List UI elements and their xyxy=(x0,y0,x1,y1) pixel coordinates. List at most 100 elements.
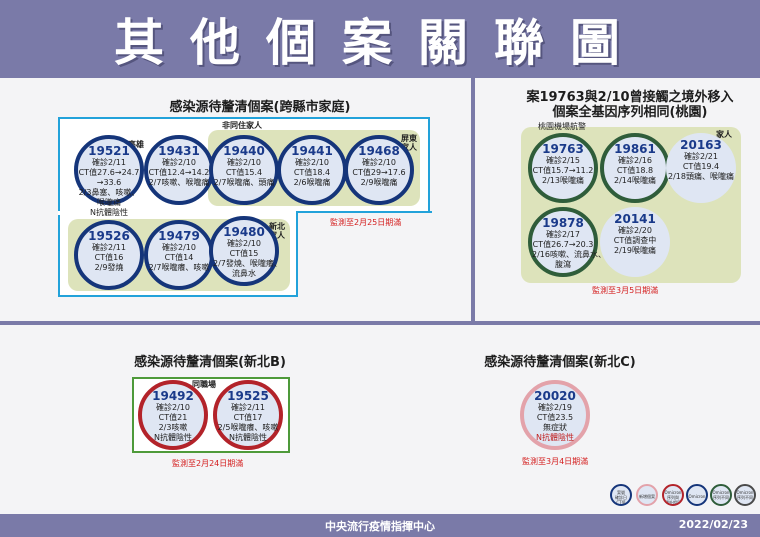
case-id: 20020 xyxy=(534,389,576,403)
case-line: CT值15.7→11.2 xyxy=(532,166,594,175)
label-newtaipei: 新北 家人 xyxy=(269,222,285,240)
case-line: N抗體陰性 xyxy=(154,433,192,442)
legend-omicron: Omicron xyxy=(686,484,708,506)
case-line: 確診2/10 xyxy=(362,158,396,167)
case-line: 2/5喉嚨癢、咳嗽 xyxy=(217,423,279,432)
case-19526: 19526 確診2/11 CT值16 2/9發燒 xyxy=(74,220,144,290)
panel-d-title: 感染源待釐清個案(新北C) xyxy=(484,355,636,370)
case-line: CT值19.4 xyxy=(682,162,720,171)
case-line: 確診2/16 xyxy=(618,156,652,165)
case-line: 2/7喉嚨痛、頭痛 xyxy=(213,178,275,187)
label-airport: 桃園機場航警 xyxy=(538,122,586,131)
case-line: 2/16咳嗽、流鼻水、 xyxy=(532,250,606,259)
case-line: CT值18.8 xyxy=(616,166,654,175)
case-20163: 20163 確診2/21 CT值19.4 2/18頭痛、喉嚨痛 xyxy=(666,133,736,203)
case-line: 確診2/15 xyxy=(546,156,580,165)
case-line: 2/3咳嗽 xyxy=(158,423,188,432)
case-line: 確診2/10 xyxy=(227,158,261,167)
case-line: 確診2/11 xyxy=(92,158,126,167)
case-line: 腹瀉 xyxy=(555,260,571,269)
case-id: 19521 xyxy=(88,144,130,158)
label-same-workplace: 同職場 xyxy=(192,380,216,389)
case-line: 2/13喉嚨痛 xyxy=(542,176,584,185)
case-line: CT值調查中 xyxy=(613,236,657,245)
case-line: 2/18頭痛、喉嚨痛 xyxy=(668,172,734,181)
case-line: N抗體陰性 xyxy=(90,208,128,217)
panel-d-monitor-note: 監測至3月4日期滿 xyxy=(522,457,589,466)
case-line: 確診2/10 xyxy=(156,403,190,412)
label-pingtung: 屏東 家人 xyxy=(401,134,417,152)
case-line: 2/6喉嚨痛 xyxy=(293,178,331,187)
legend-new-case: 新增個案 xyxy=(636,484,658,506)
legend-omicron-same: Omicron 序列與 國外相同 xyxy=(662,484,684,506)
case-19480: 19480 確診2/10 CT值15 2/7發燒、喉嚨癢、 流鼻水 xyxy=(209,216,282,286)
case-line: 確診2/21 xyxy=(684,152,718,161)
label-non-cohabiting: 非同住家人 xyxy=(222,121,262,130)
case-line: 確診2/10 xyxy=(227,239,261,248)
label-gaoxiong: 高雄 xyxy=(128,140,144,149)
panel-c-title: 感染源待釐清個案(新北B) xyxy=(134,355,286,370)
case-19479: 19479 確診2/10 CT值14 2/7喉嚨癢、咳嗽 xyxy=(144,220,214,290)
legend-basic: 案號 確診日 CT值 症狀 xyxy=(610,484,632,506)
panel-a-monitor-note: 監測至2月25日期滿 xyxy=(330,218,402,227)
case-line: CT值15 xyxy=(229,249,259,258)
case-19440: 19440 確診2/10 CT值15.4 2/7喉嚨痛、頭痛 xyxy=(209,135,279,205)
footer-org: 中央流行疫情指揮中心 xyxy=(325,520,435,533)
case-20020: 20020 確診2/19 CT值23.5 無症狀 N抗體陰性 xyxy=(520,380,590,450)
case-line: N抗體陰性 xyxy=(536,433,574,442)
case-19468: 19468 確診2/10 CT值29→17.6 2/9喉嚨痛 xyxy=(344,135,414,205)
case-19525: 19525 確診2/11 CT值17 2/5喉嚨癢、咳嗽 N抗體陰性 xyxy=(213,380,283,450)
case-line: CT值16 xyxy=(94,253,124,262)
case-id: 19525 xyxy=(227,389,269,403)
vertical-divider xyxy=(471,78,475,323)
case-19521: 19521 確診2/11 CT值27.6→24.7 →33.6 2/3鼻塞、咳嗽… xyxy=(74,135,144,217)
case-19878: 19878 確診2/17 CT值26.7→20.3 2/16咳嗽、流鼻水、 腹瀉 xyxy=(528,207,606,277)
case-line: 2/9喉嚨痛 xyxy=(360,178,398,187)
panel-a-notch-bg xyxy=(298,213,432,297)
case-line: 確診2/10 xyxy=(295,158,329,167)
case-id: 20141 xyxy=(614,212,656,226)
case-line: CT值18.4 xyxy=(293,168,331,177)
panel-b-title: 案19763與2/10曾接觸之境外移入 個案全基因序列相同(桃園) xyxy=(526,90,734,120)
page-title: 其他個案關聯圖 xyxy=(114,14,646,72)
panel-b-monitor-note: 監測至3月5日期滿 xyxy=(592,286,659,295)
case-line: 確診2/10 xyxy=(162,243,196,252)
case-line: 2/3鼻塞、咳嗽、 xyxy=(78,188,140,197)
case-line: CT值14 xyxy=(164,253,194,262)
case-line: CT值12.4→14.2 xyxy=(148,168,210,177)
label-family: 家人 xyxy=(716,130,732,139)
case-line: →33.6 xyxy=(96,178,122,187)
legend-omicron-diff-a: Omicron 序列不同 xyxy=(710,484,732,506)
case-line: 確診2/19 xyxy=(538,403,572,412)
panel-a-notch-top xyxy=(296,211,432,213)
header-bar: 其他個案關聯圖 xyxy=(0,0,760,78)
case-id: 19431 xyxy=(158,144,200,158)
case-id: 19878 xyxy=(542,216,584,230)
footer-bar: 中央流行疫情指揮中心 2022/02/23 xyxy=(0,514,760,537)
case-id: 19440 xyxy=(223,144,265,158)
case-id: 19479 xyxy=(158,229,200,243)
panel-a-title: 感染源待釐清個案(跨縣市家庭) xyxy=(169,100,351,115)
case-line: 2/7發燒、喉嚨癢、 xyxy=(213,259,282,268)
case-id: 20163 xyxy=(680,138,722,152)
case-line: 確診2/17 xyxy=(546,230,580,239)
case-line: 流鼻水 xyxy=(232,269,256,278)
horizontal-divider xyxy=(0,321,760,325)
case-line: CT值21 xyxy=(158,413,188,422)
case-line: 確診2/11 xyxy=(92,243,126,252)
case-id: 19441 xyxy=(291,144,333,158)
panel-a-notch xyxy=(58,211,430,215)
case-line: N抗體陰性 xyxy=(229,433,267,442)
case-line: 確診2/11 xyxy=(231,403,265,412)
case-line: 2/14喉嚨痛 xyxy=(614,176,656,185)
case-line: 無症狀 xyxy=(543,423,567,432)
case-id: 19861 xyxy=(614,142,656,156)
case-id: 19480 xyxy=(223,225,265,239)
case-line: 2/19喉嚨痛 xyxy=(614,246,656,255)
case-line: CT值26.7→20.3 xyxy=(532,240,594,249)
case-19763: 19763 確診2/15 CT值15.7→11.2 2/13喉嚨痛 xyxy=(528,133,598,203)
case-line: CT值29→17.6 xyxy=(352,168,406,177)
case-line: 2/7喉嚨癢、咳嗽 xyxy=(148,263,210,272)
case-19492: 19492 確診2/10 CT值21 2/3咳嗽 N抗體陰性 xyxy=(138,380,208,450)
case-line: 喉嚨痛 xyxy=(97,198,121,207)
